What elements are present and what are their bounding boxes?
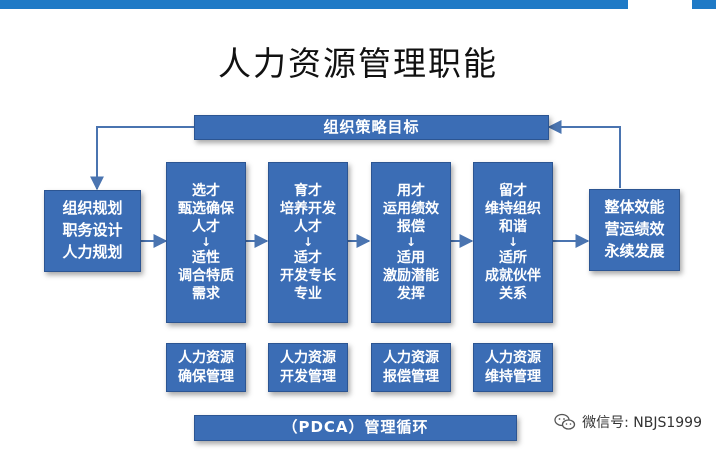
sub-line: 人力资源 [178, 349, 234, 366]
down-arrow-icon: ↓ [507, 235, 519, 250]
hr-maintenance-box: 人力资源 维持管理 [473, 343, 553, 392]
sub-line: 维持管理 [485, 368, 541, 385]
column-line: 关系 [499, 286, 527, 303]
hr-compensation-box: 人力资源 报偿管理 [371, 343, 451, 392]
planning-line-3: 人力规划 [62, 242, 123, 261]
column-line: 选才 [192, 182, 220, 199]
down-arrow-icon: ↓ [302, 235, 314, 250]
column-line: 成就伙伴 [485, 267, 541, 284]
planning-line-1: 组织规划 [62, 199, 123, 218]
retention-box: 留才 维持组织 和谐 ↓ 适所 成就伙伴 关系 [473, 162, 553, 323]
column-line: 运用绩效 [383, 200, 439, 217]
performance-line-3: 永续发展 [604, 241, 665, 260]
wechat-id: 微信号: NBJS1999 [582, 415, 702, 431]
feedback-arrow [547, 120, 621, 188]
sub-line: 人力资源 [383, 349, 439, 366]
top-accent-bar [0, 0, 628, 9]
column-line: 专业 [294, 286, 322, 303]
column-line: 人才 [294, 219, 322, 236]
page-title: 人力资源管理职能 [218, 44, 498, 83]
column-line: 调合特质 [178, 267, 234, 284]
down-arrow-icon: ↓ [200, 235, 212, 250]
column-line: 适才 [294, 249, 322, 266]
column-line: 育才 [294, 182, 322, 199]
performance-line-2: 营运绩效 [604, 220, 665, 239]
column-line: 激励潜能 [383, 267, 439, 284]
selection-box: 选才 甄选确保 人才 ↓ 适性 调合特质 需求 [166, 162, 246, 323]
column-line: 适用 [397, 249, 425, 266]
strategy-goal-label: 组织策略目标 [323, 117, 420, 136]
pdca-bar: （PDCA）管理循环 [194, 415, 517, 441]
column-line: 适所 [499, 249, 527, 266]
sub-line: 人力资源 [485, 349, 541, 366]
column-line: 和谐 [499, 219, 527, 236]
wechat-watermark: 微信号: NBJS1999 [554, 412, 702, 432]
pdca-label: （PDCA）管理循环 [282, 418, 429, 437]
column-line: 需求 [192, 286, 220, 303]
sub-line: 确保管理 [178, 368, 234, 385]
performance-box: 整体效能 营运绩效 永续发展 [589, 189, 680, 271]
sub-line: 人力资源 [280, 349, 336, 366]
column-line: 培养开发 [280, 200, 336, 217]
column-line: 开发专长 [280, 267, 336, 284]
column-line: 维持组织 [485, 200, 541, 217]
column-line: 甄选确保 [178, 200, 234, 217]
column-line: 适性 [192, 249, 220, 266]
column-line: 用才 [397, 182, 425, 199]
sub-line: 开发管理 [280, 368, 336, 385]
column-line: 报偿 [397, 219, 425, 236]
top-accent-bar-right [692, 0, 716, 9]
planning-box: 组织规划 职务设计 人力规划 [44, 190, 141, 272]
column-line: 人才 [192, 219, 220, 236]
sub-line: 报偿管理 [383, 368, 439, 385]
down-arrow-icon: ↓ [405, 235, 417, 250]
utilization-box: 用才 运用绩效 报偿 ↓ 适用 激励潜能 发挥 [371, 162, 451, 323]
column-line: 留才 [499, 182, 527, 199]
strategy-goal-bar: 组织策略目标 [194, 115, 549, 140]
performance-line-1: 整体效能 [604, 198, 665, 217]
wechat-icon [554, 413, 576, 430]
planning-line-2: 职务设计 [62, 221, 123, 240]
strategy-arrow [90, 126, 194, 191]
hr-assurance-box: 人力资源 确保管理 [166, 343, 246, 392]
hr-development-box: 人力资源 开发管理 [268, 343, 348, 392]
training-box: 育才 培养开发 人才 ↓ 适才 开发专长 专业 [268, 162, 348, 323]
column-line: 发挥 [397, 286, 425, 303]
